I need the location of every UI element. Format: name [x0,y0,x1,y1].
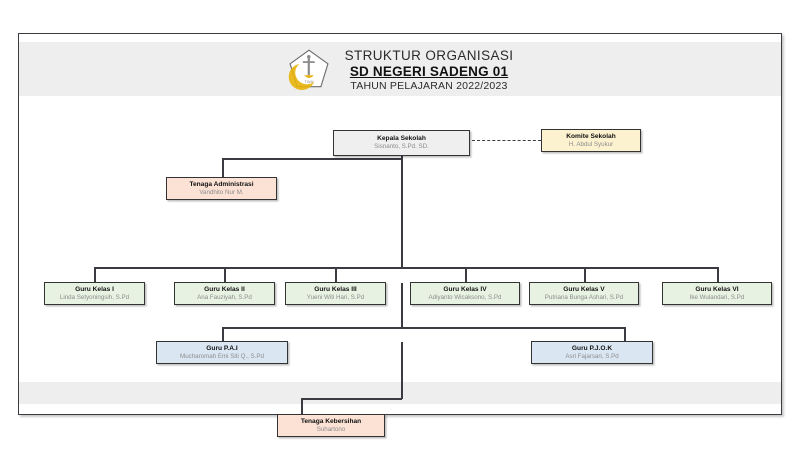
node-person: Asri Fajarsari, S.Pd [565,352,619,360]
connector-drop-kelas-3 [335,267,337,283]
connector-subject-bar [222,327,625,329]
org-chart-canvas: TWH STRUKTUR ORGANISASI SD NEGERI SADENG… [18,33,783,437]
svg-text:TWH: TWH [304,79,313,84]
node-title: Guru Kelas III [314,285,357,293]
connector-komite-dashed [401,140,546,141]
node-guru-kelas-1[interactable]: Guru Kelas I Linda Setyoningsih, S.Pd [44,282,145,305]
chart-header: TWH STRUKTUR ORGANISASI SD NEGERI SADENG… [19,44,781,96]
node-person: Ike Wulandari, S.Pd [689,293,745,301]
connector-administrasi-horizontal [222,158,402,160]
connector-kebersihan-horizontal [301,398,402,400]
connector-drop-kelas-6 [717,267,719,283]
header-band [19,42,781,96]
node-person: Sisnanto, S.Pd. SD. [374,143,429,151]
node-title: Tenaga Kebersihan [300,417,362,425]
connector-spine-mid [401,215,403,268]
node-tenaga-administrasi[interactable]: Tenaga Administrasi Vandhito Nur M. [166,177,277,200]
connector-spine-lower [401,283,403,328]
connector-drop-kelas-1 [94,267,96,283]
chart-title-year: TAHUN PELAJARAN 2022/2023 [350,79,508,92]
node-person: Vandhito Nur M. [199,188,244,196]
connector-administrasi-drop [222,158,224,178]
node-title: Guru Kelas VI [695,285,739,293]
node-komite-sekolah[interactable]: Komite Sekolah H. Abdul Syukur [541,129,641,152]
node-guru-pjok[interactable]: Guru P.J.O.K Asri Fajarsari, S.Pd [531,341,653,364]
connector-drop-kelas-4 [465,267,467,283]
connector-spine-bottom [401,342,403,399]
node-person: Adiyanto Wicaksono, S.Pd [428,293,502,301]
node-person: H. Abdul Syukur [568,140,614,148]
tut-wuri-handayani-emblem-icon: TWH [287,48,331,92]
connector-class-bar [94,267,719,269]
node-title: Komite Sekolah [566,132,616,140]
node-person: Suhartono [316,425,346,433]
node-title: Guru P.A.I [206,344,238,352]
node-guru-kelas-6[interactable]: Guru Kelas VI Ike Wulandari, S.Pd [662,282,772,305]
node-person: Putriana Bunga Ashari, S.Pd [544,293,624,301]
node-kepala-sekolah[interactable]: Kepala Sekolah Sisnanto, S.Pd. SD. [333,130,470,156]
node-title: Tenaga Administrasi [189,180,254,188]
node-guru-kelas-5[interactable]: Guru Kelas V Putriana Bunga Ashari, S.Pd [529,282,639,305]
node-person: Yueni Witi Hari, S.Pd [306,293,365,301]
node-tenaga-kebersihan[interactable]: Tenaga Kebersihan Suhartono [277,414,385,437]
node-title: Guru Kelas IV [443,285,487,293]
chart-title-school: SD NEGERI SADENG 01 [349,63,509,79]
node-person: Ana Fauziyah, S.Pd [197,293,252,301]
connector-drop-pjok [624,327,626,342]
footer-band [19,382,781,404]
chart-title-line1: STRUKTUR ORGANISASI [344,47,514,63]
connector-kebersihan-drop [301,398,303,415]
node-guru-kelas-3[interactable]: Guru Kelas III Yueni Witi Hari, S.Pd [285,282,386,305]
connector-drop-kelas-5 [584,267,586,283]
node-guru-kelas-4[interactable]: Guru Kelas IV Adiyanto Wicaksono, S.Pd [410,282,520,305]
node-title: Guru Kelas II [204,285,245,293]
node-person: Linda Setyoningsih, S.Pd [59,293,130,301]
node-title: Kepala Sekolah [377,135,426,142]
connector-spine-top [401,154,403,217]
connector-drop-kelas-2 [224,267,226,283]
node-guru-kelas-2[interactable]: Guru Kelas II Ana Fauziyah, S.Pd [174,282,275,305]
node-person: Mucharomah Emi Siti Q., S.Pd [180,352,264,360]
node-title: Guru P.J.O.K [571,344,613,352]
node-title: Guru Kelas I [75,285,114,293]
node-guru-pai[interactable]: Guru P.A.I Mucharomah Emi Siti Q., S.Pd [156,341,288,364]
title-block: STRUKTUR ORGANISASI SD NEGERI SADENG 01 … [345,48,514,92]
node-title: Guru Kelas V [563,285,605,293]
connector-drop-pai [222,327,224,342]
org-chart-body: Kepala Sekolah Sisnanto, S.Pd. SD. Komit… [19,96,783,437]
